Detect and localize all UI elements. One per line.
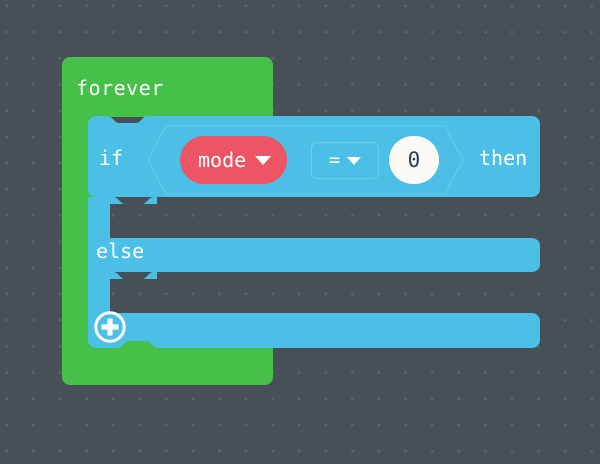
plus-icon: [94, 311, 126, 343]
operator-dropdown[interactable]: =: [311, 142, 379, 179]
add-branch-button[interactable]: [94, 311, 126, 343]
variable-reporter-label: mode: [198, 148, 247, 172]
boolean-slot-hexagon: [147, 125, 464, 195]
variable-reporter-mode[interactable]: mode: [180, 136, 288, 184]
number-input-field[interactable]: 0: [389, 136, 439, 184]
if-keyword-label: if: [99, 146, 124, 170]
else-keyword-label: else: [96, 239, 145, 263]
operator-label: =: [328, 149, 341, 171]
number-input-value: 0: [407, 147, 421, 172]
chevron-down-icon[interactable]: [255, 155, 272, 165]
forever-block[interactable]: [62, 57, 273, 385]
then-keyword-label: then: [479, 146, 528, 170]
forever-block-shape: [62, 57, 273, 385]
forever-block-label: forever: [76, 76, 164, 100]
boolean-condition-slot[interactable]: [147, 125, 464, 195]
chevron-down-icon[interactable]: [347, 156, 362, 165]
